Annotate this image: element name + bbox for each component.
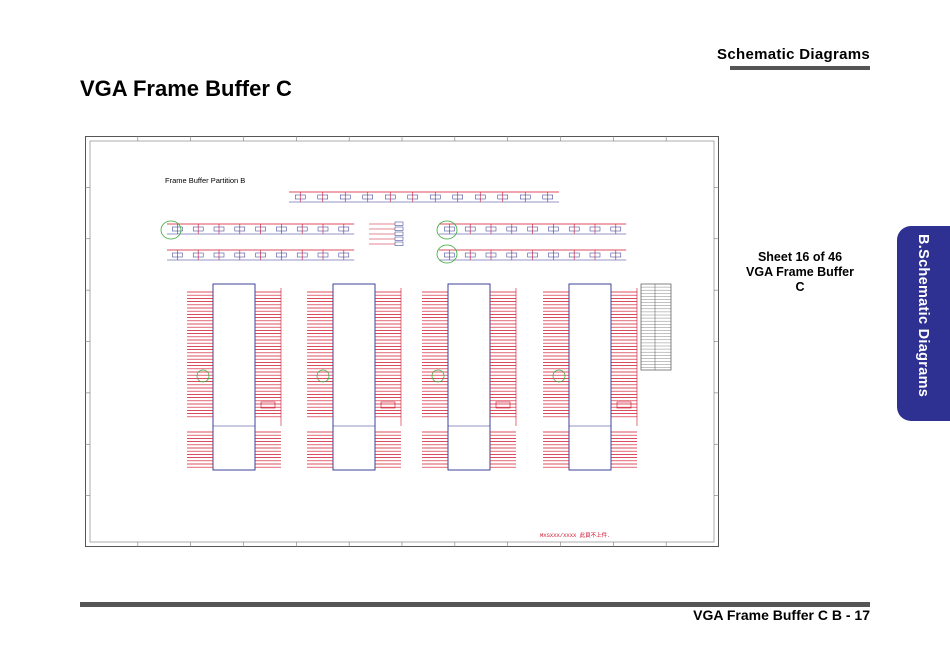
page-footer: VGA Frame Buffer C B - 17 bbox=[693, 607, 870, 623]
partition-label: Frame Buffer Partition B bbox=[165, 176, 245, 185]
side-tab[interactable]: B.Schematic Diagrams bbox=[897, 226, 950, 421]
schematic-diagram: Frame Buffer Partition B MXSXXX/XXXX 此頁不… bbox=[85, 136, 719, 547]
footer-rule bbox=[80, 602, 870, 607]
memory-chips bbox=[187, 283, 638, 471]
schematic-note: MXSXXX/XXXX 此頁不上件. bbox=[540, 531, 610, 539]
sheet-subtitle: C bbox=[795, 280, 805, 294]
memory-chip bbox=[543, 283, 638, 471]
side-tab-label: B.Schematic Diagrams bbox=[915, 234, 931, 398]
sheet-info: Sheet 16 of 46 VGA Frame Buffer C bbox=[736, 250, 864, 295]
header-rule bbox=[730, 66, 870, 70]
pin-table bbox=[640, 283, 672, 371]
section-header: Schematic Diagrams bbox=[717, 46, 870, 63]
sheet-number: Sheet 16 of 46 bbox=[757, 250, 843, 264]
decoupling-capacitors bbox=[160, 191, 627, 264]
memory-chip bbox=[187, 283, 282, 471]
page-title: VGA Frame Buffer C bbox=[80, 76, 292, 101]
memory-chip bbox=[307, 283, 402, 471]
memory-chip bbox=[422, 283, 517, 471]
sheet-title: VGA Frame Buffer bbox=[746, 265, 854, 279]
